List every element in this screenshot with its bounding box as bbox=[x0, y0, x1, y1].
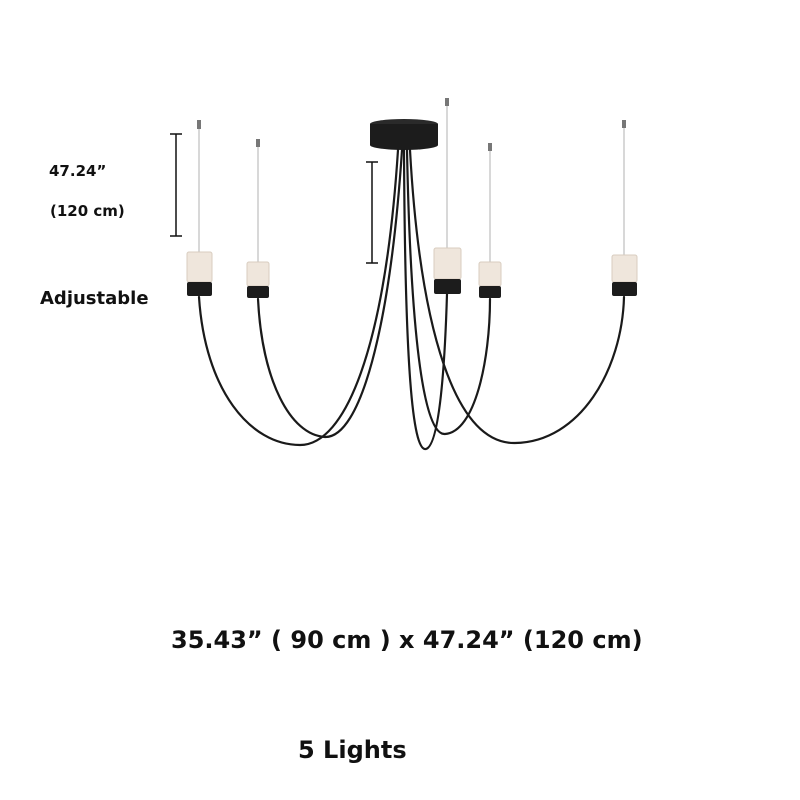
dimension-marker-left bbox=[170, 133, 182, 237]
pendant-light-1 bbox=[186, 251, 213, 296]
dimensions-caption: 35.43” ( 90 cm ) x 47.24” (120 cm) bbox=[171, 626, 643, 654]
arched-wires bbox=[197, 148, 626, 451]
pendant-light-5 bbox=[611, 254, 638, 296]
ceiling-hooks bbox=[197, 98, 626, 151]
lights-count-caption: 5 Lights bbox=[298, 736, 407, 764]
adjustable-label: Adjustable bbox=[40, 288, 149, 309]
pendant-light-4 bbox=[478, 261, 502, 298]
pendant-light-2 bbox=[246, 261, 270, 298]
ceiling-canopy bbox=[370, 119, 438, 150]
dimension-marker-center bbox=[366, 161, 378, 264]
adjustable-height-imperial: 47.24” bbox=[49, 162, 107, 180]
adjustable-height-metric: (120 cm) bbox=[50, 202, 125, 220]
suspension-cables bbox=[198, 104, 625, 262]
pendant-light-3 bbox=[433, 247, 462, 294]
